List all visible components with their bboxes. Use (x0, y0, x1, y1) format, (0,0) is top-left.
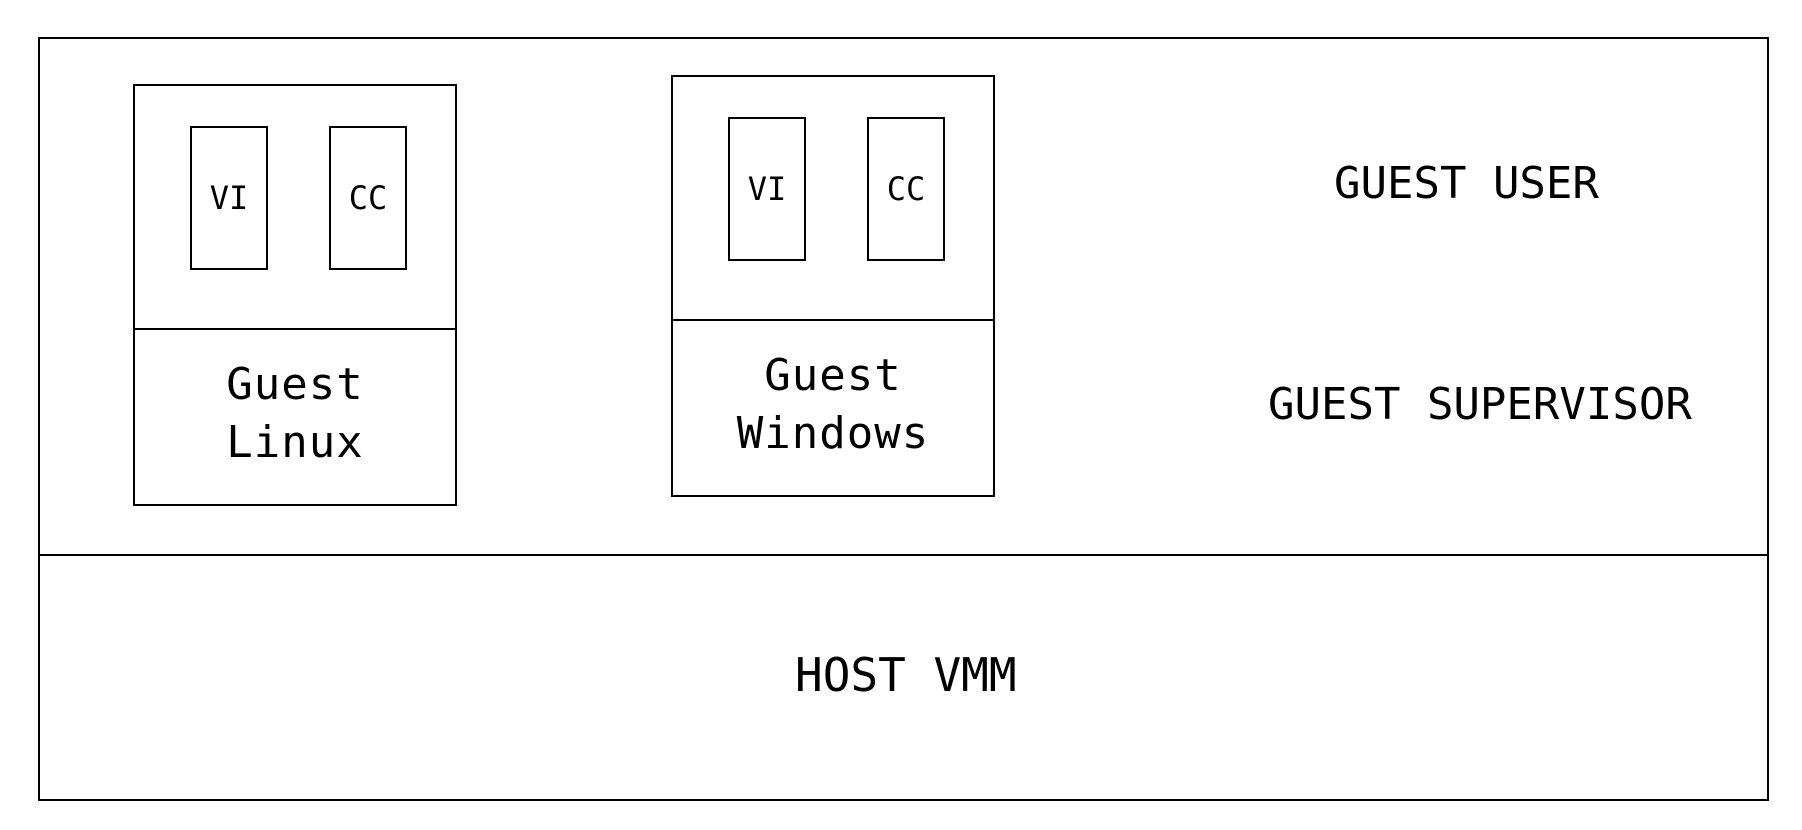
guest-supervisor-label: GUEST SUPERVISOR (1268, 379, 1692, 430)
vm-windows-app-cc: CC (867, 117, 945, 261)
guest-user-label: GUEST USER (1334, 158, 1599, 209)
vm-windows: VI CC Guest Windows (671, 75, 995, 497)
vm-windows-os-label: Guest Windows (673, 347, 993, 463)
vm-linux-app-cc-label: CC (348, 179, 388, 217)
vm-windows-app-vi-label: VI (747, 170, 787, 208)
vm-linux: VI CC Guest Linux (133, 84, 457, 506)
vm-linux-os-label: Guest Linux (135, 356, 455, 472)
host-guest-divider (38, 554, 1769, 556)
vm-linux-app-vi: VI (190, 126, 268, 270)
host-vmm-label: HOST VMM (795, 648, 1017, 702)
vm-windows-os-line1: Guest (764, 350, 902, 401)
vm-windows-app-vi: VI (728, 117, 806, 261)
vm-linux-os-line1: Guest (226, 359, 364, 410)
vm-linux-os-line2: Linux (226, 417, 364, 468)
vm-windows-app-cc-label: CC (886, 170, 926, 208)
vm-windows-divider (673, 319, 993, 321)
vm-linux-app-vi-label: VI (209, 179, 249, 217)
vm-linux-app-cc: CC (329, 126, 407, 270)
vm-linux-divider (135, 328, 455, 330)
vm-windows-os-line2: Windows (736, 408, 930, 459)
